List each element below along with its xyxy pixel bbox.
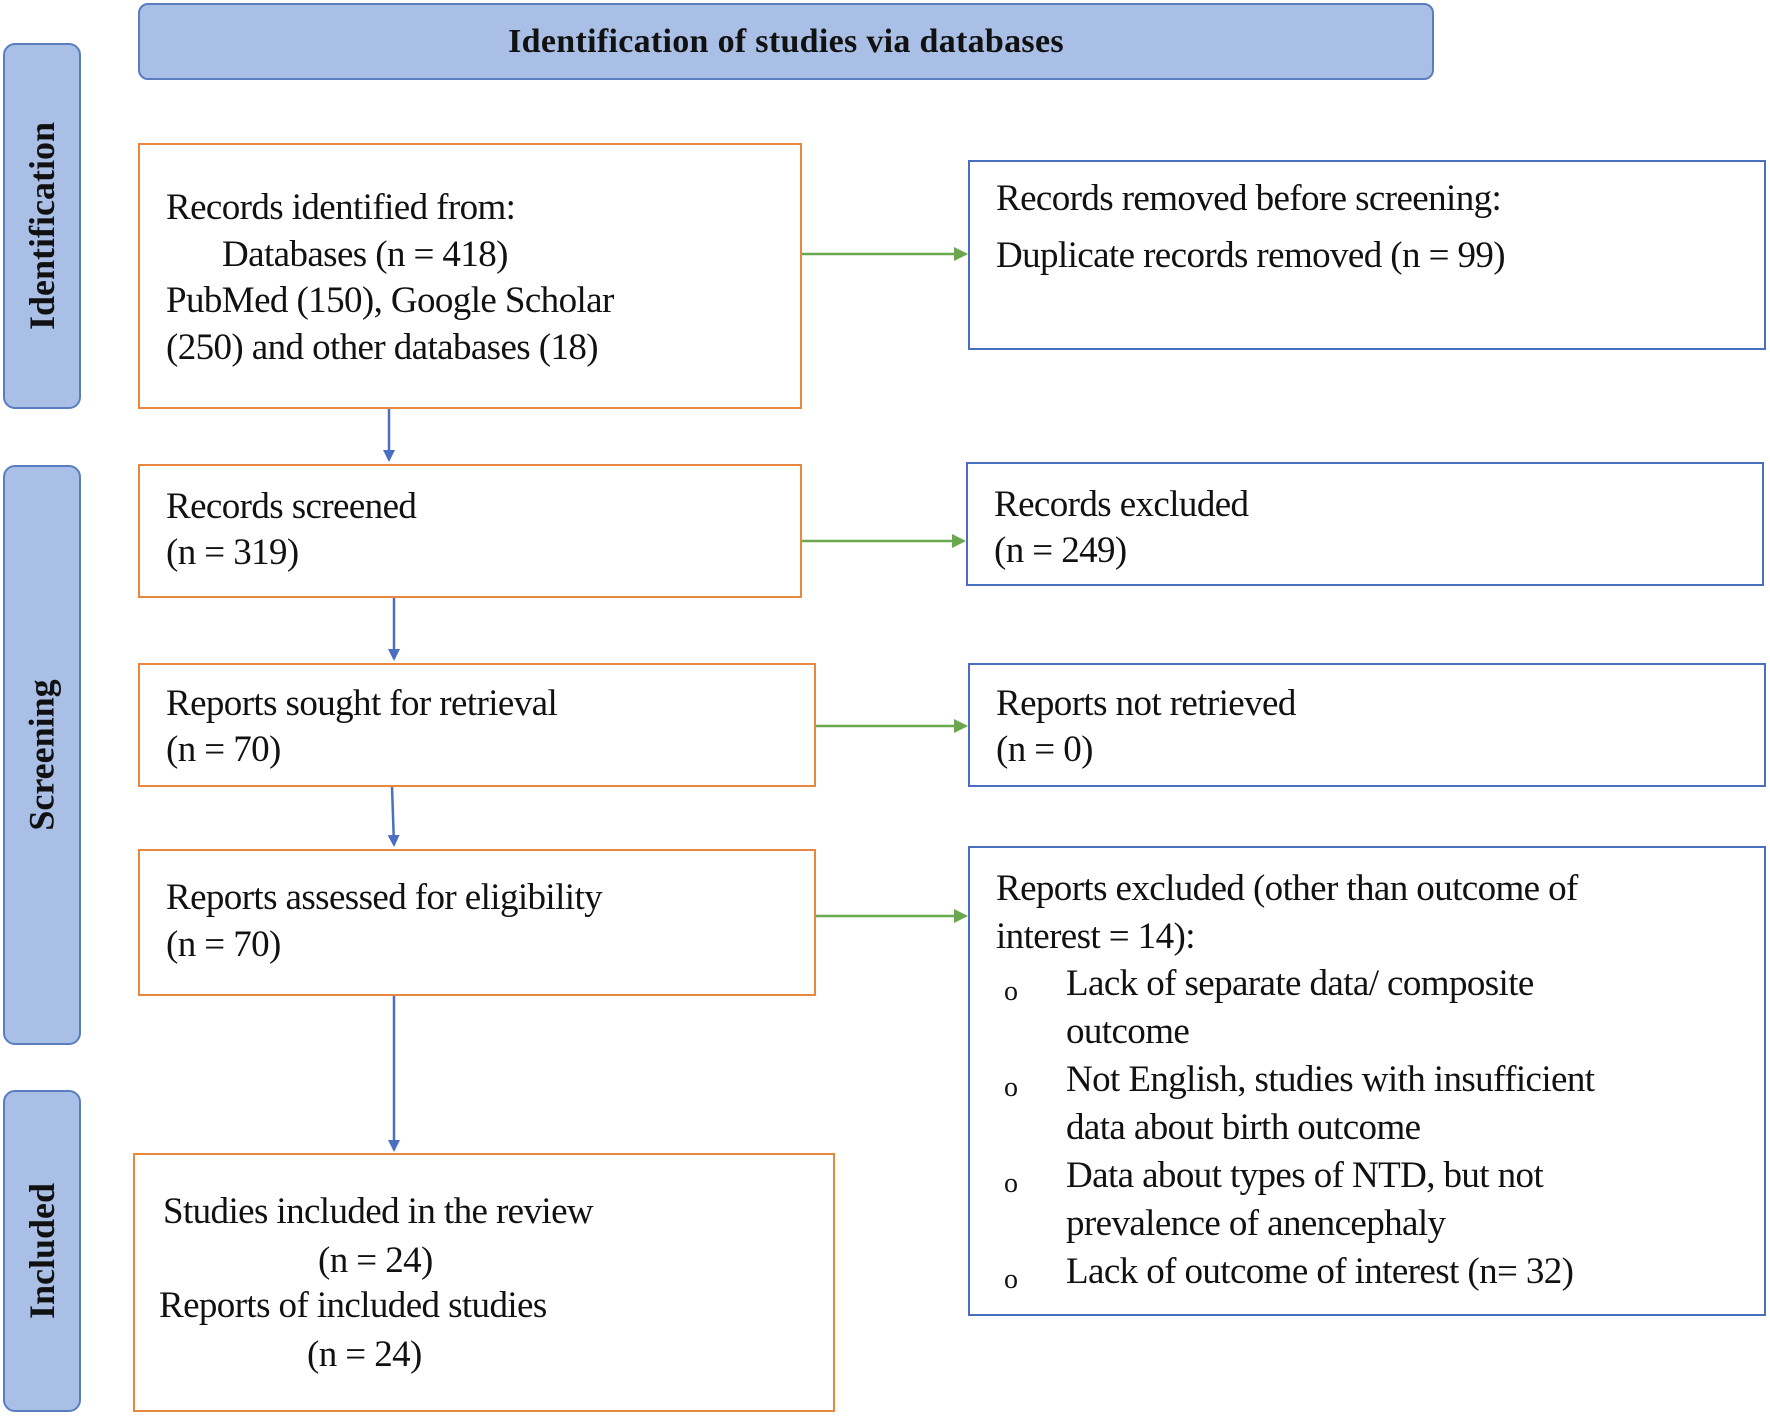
- diagram-title: Identification of studies via databases: [138, 3, 1434, 80]
- exclusion-reason-2-line1: Not English, studies with insufficient: [1066, 1059, 1595, 1100]
- reports-not-retrieved-line2: (n = 0): [996, 729, 1093, 770]
- exclusion-reason-3-line2: prevalence of anencephaly: [1066, 1203, 1446, 1244]
- phase-screening: Screening: [3, 465, 81, 1045]
- bullet-marker: o: [1004, 1168, 1018, 1199]
- studies-included-box: Studies included in the review (n = 24) …: [133, 1153, 835, 1412]
- exclusion-reason-4-line1: Lack of outcome of interest (n= 32): [1066, 1251, 1574, 1292]
- phase-identification: Identification: [3, 43, 81, 409]
- records-screened-line1: Records screened: [166, 486, 417, 527]
- exclusion-reason-1-line1: Lack of separate data/ composite: [1066, 963, 1534, 1004]
- reports-sought-box: Reports sought for retrieval (n = 70): [138, 663, 816, 787]
- records-removed-box: Records removed before screening: Duplic…: [968, 160, 1766, 350]
- reports-assessed-line1: Reports assessed for eligibility: [166, 877, 603, 918]
- records-removed-line1: Records removed before screening:: [996, 178, 1502, 219]
- down-arrow-3: [387, 786, 400, 847]
- records-identified-box: Records identified from: Databases (n = …: [138, 143, 802, 409]
- bullet-marker: o: [1004, 1264, 1018, 1295]
- reports-sought-line1: Reports sought for retrieval: [166, 683, 558, 724]
- reports-not-retrieved-line1: Reports not retrieved: [996, 683, 1296, 724]
- bullet-marker: o: [1004, 1072, 1018, 1103]
- records-identified-line1: Records identified from:: [166, 187, 516, 228]
- reports-excluded-line1: Reports excluded (other than outcome of: [996, 868, 1578, 909]
- exclusion-reason-2-line2: data about birth outcome: [1066, 1107, 1421, 1148]
- reports-assessed-box: Reports assessed for eligibility (n = 70…: [138, 849, 816, 996]
- records-identified-line4: (250) and other databases (18): [166, 327, 599, 368]
- records-identified-line3: PubMed (150), Google Scholar: [166, 280, 614, 321]
- exclusion-reason-1-line2: outcome: [1066, 1011, 1190, 1052]
- records-excluded-line1: Records excluded: [994, 484, 1249, 525]
- exclusion-reason-3-line1: Data about types of NTD, but not: [1066, 1155, 1544, 1196]
- records-identified-line2: Databases (n = 418): [222, 234, 508, 275]
- records-screened-box: Records screened (n = 319): [138, 464, 802, 598]
- reports-sought-line2: (n = 70): [166, 729, 281, 770]
- studies-included-line1: Studies included in the review: [163, 1191, 594, 1232]
- reports-assessed-line2: (n = 70): [166, 924, 281, 965]
- studies-included-line3: Reports of included studies: [159, 1285, 547, 1326]
- records-removed-line2: Duplicate records removed (n = 99): [996, 235, 1506, 276]
- records-excluded-box: Records excluded (n = 249): [966, 462, 1764, 586]
- reports-excluded-line2: interest = 14):: [996, 916, 1195, 957]
- studies-included-line2: (n = 24): [318, 1240, 433, 1281]
- records-screened-line2: (n = 319): [166, 532, 299, 573]
- reports-excluded-box: Reports excluded (other than outcome of …: [968, 846, 1766, 1316]
- studies-included-line4: (n = 24): [307, 1334, 422, 1375]
- diagram-title-text: Identification of studies via databases: [508, 22, 1064, 60]
- phase-included: Included: [3, 1090, 81, 1412]
- bullet-marker: o: [1004, 976, 1018, 1007]
- reports-not-retrieved-box: Reports not retrieved (n = 0): [968, 663, 1766, 787]
- records-excluded-line2: (n = 249): [994, 530, 1127, 571]
